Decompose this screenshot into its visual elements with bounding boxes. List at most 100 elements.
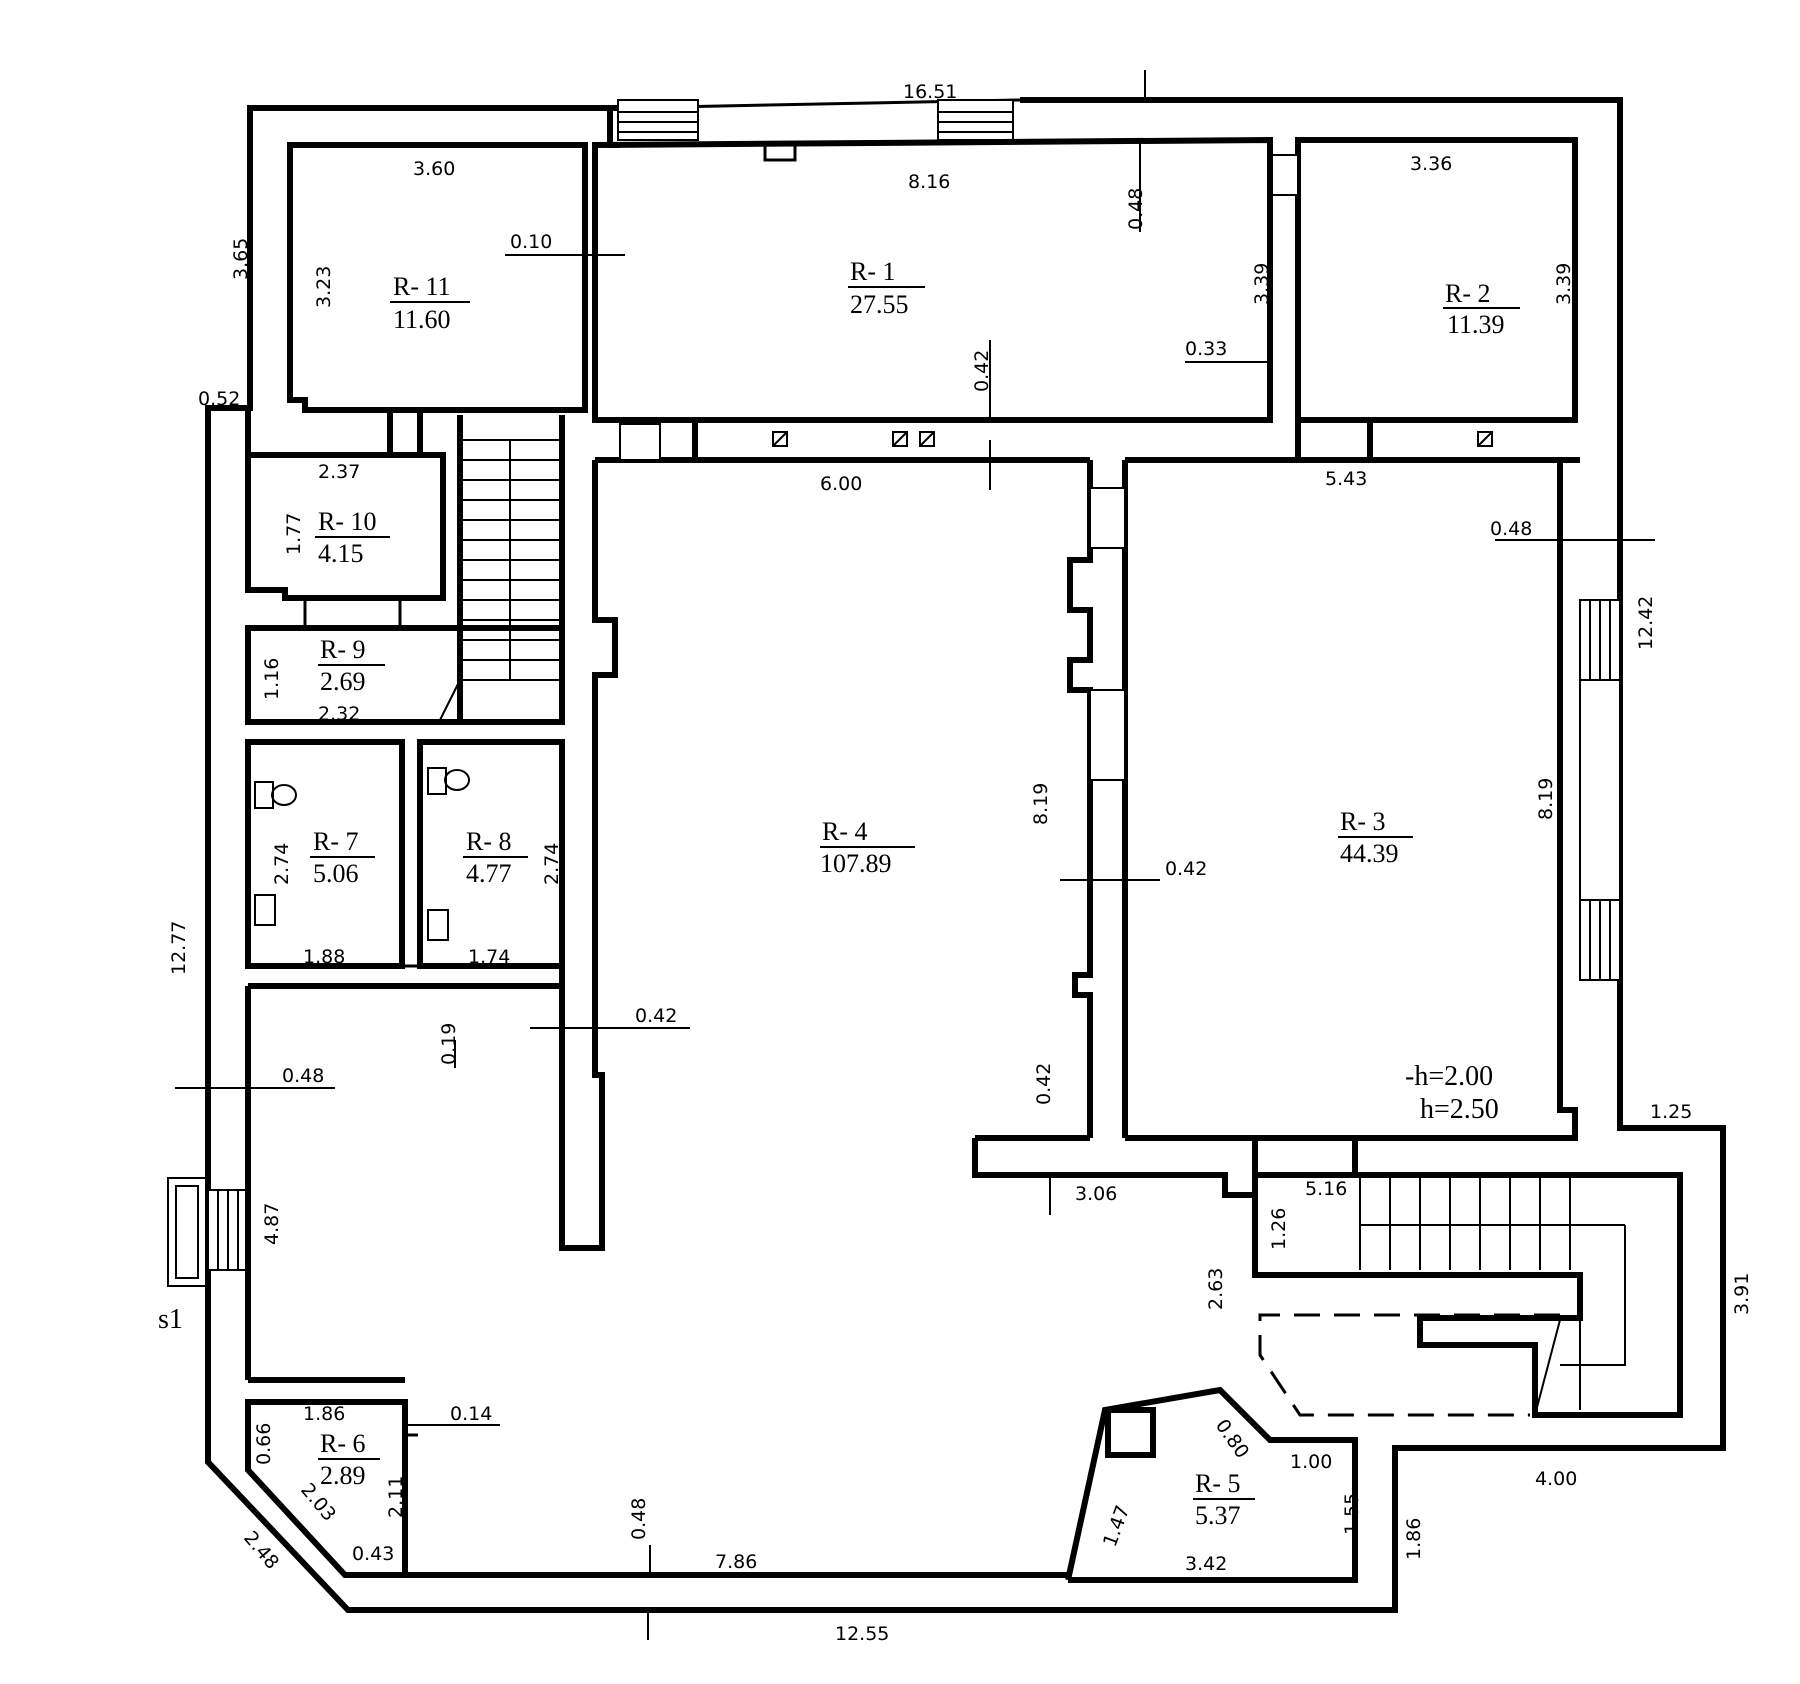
svg-text:12.42: 12.42	[1635, 596, 1657, 650]
room-r3: R- 3 44.39	[1338, 807, 1413, 868]
svg-text:3.60: 3.60	[413, 158, 455, 180]
svg-text:R- 11: R- 11	[393, 272, 451, 301]
svg-text:5.16: 5.16	[1305, 1178, 1347, 1200]
svg-text:5.37: 5.37	[1195, 1501, 1241, 1530]
svg-text:3.36: 3.36	[1410, 153, 1452, 175]
room-r1: R- 1 27.55	[848, 257, 925, 319]
svg-text:R- 6: R- 6	[320, 1429, 366, 1458]
svg-text:h=2.50: h=2.50	[1420, 1094, 1499, 1125]
svg-text:12.55: 12.55	[835, 1623, 889, 1645]
svg-text:8.19: 8.19	[1535, 778, 1557, 820]
svg-text:0.42: 0.42	[1165, 858, 1207, 880]
svg-text:0.42: 0.42	[1033, 1063, 1055, 1105]
svg-text:1.47: 1.47	[1099, 1502, 1134, 1549]
room-r2: R- 2 11.39	[1443, 279, 1520, 339]
svg-text:2.32: 2.32	[318, 703, 360, 725]
svg-text:0.42: 0.42	[971, 350, 993, 392]
svg-text:4.00: 4.00	[1535, 1468, 1577, 1490]
svg-text:-h=2.00: -h=2.00	[1405, 1061, 1493, 1092]
svg-text:7.86: 7.86	[715, 1551, 757, 1573]
svg-text:0.33: 0.33	[1185, 338, 1227, 360]
svg-text:11.39: 11.39	[1447, 310, 1505, 339]
room-r9: R- 9 2.69	[318, 635, 385, 696]
svg-text:12.77: 12.77	[168, 921, 190, 975]
fixtures	[254, 431, 1493, 941]
svg-text:R- 5: R- 5	[1195, 1469, 1241, 1498]
svg-text:3.39: 3.39	[1251, 263, 1273, 305]
svg-text:107.89: 107.89	[820, 849, 892, 878]
room-r11: R- 11 11.60	[390, 272, 470, 334]
svg-text:3.06: 3.06	[1075, 1183, 1117, 1205]
room-r10: R- 10 4.15	[315, 507, 390, 568]
svg-text:1.25: 1.25	[1650, 1101, 1692, 1123]
svg-text:0.66: 0.66	[253, 1423, 275, 1465]
svg-text:R- 9: R- 9	[320, 635, 366, 664]
svg-text:27.55: 27.55	[850, 290, 909, 319]
svg-text:3.39: 3.39	[1553, 263, 1575, 305]
svg-text:1.55: 1.55	[1341, 1493, 1363, 1535]
room-r5: R- 5 5.37	[1193, 1469, 1255, 1530]
svg-text:4.15: 4.15	[318, 539, 364, 568]
stair-left	[439, 439, 560, 721]
svg-text:0.43: 0.43	[352, 1543, 394, 1565]
svg-text:2.69: 2.69	[320, 667, 366, 696]
svg-text:8.16: 8.16	[908, 171, 950, 193]
svg-text:4.77: 4.77	[466, 859, 512, 888]
svg-text:1.86: 1.86	[1403, 1518, 1425, 1560]
svg-text:0.48: 0.48	[1490, 518, 1532, 540]
svg-text:3.23: 3.23	[313, 266, 335, 308]
svg-text:0.48: 0.48	[628, 1498, 650, 1540]
room-r6: R- 6 2.89	[318, 1429, 380, 1490]
svg-text:1.00: 1.00	[1290, 1451, 1332, 1473]
svg-text:16.51: 16.51	[903, 81, 957, 103]
inner-walls	[245, 136, 1683, 1583]
svg-text:R- 2: R- 2	[1445, 279, 1491, 308]
room-r8: R- 8 4.77	[463, 827, 528, 888]
svg-text:4.87: 4.87	[261, 1203, 283, 1245]
svg-text:5.06: 5.06	[313, 859, 359, 888]
svg-text:R- 1: R- 1	[850, 257, 896, 286]
svg-text:2.74: 2.74	[271, 843, 293, 885]
openings	[167, 99, 1621, 1287]
room-labels: R- 11 11.60 R- 1 27.55 R- 2 11.39 R- 10 …	[310, 257, 1520, 1530]
svg-text:3.42: 3.42	[1185, 1553, 1227, 1575]
svg-text:0.10: 0.10	[510, 231, 552, 253]
svg-text:1.26: 1.26	[1268, 1208, 1290, 1250]
height-notes: -h=2.00 h=2.50 s1	[158, 1061, 1499, 1335]
dimension-lines	[175, 70, 1655, 1640]
svg-text:R- 3: R- 3	[1340, 807, 1386, 836]
svg-text:0.48: 0.48	[282, 1065, 324, 1087]
svg-text:0.80: 0.80	[1211, 1415, 1253, 1462]
svg-text:R- 8: R- 8	[466, 827, 512, 856]
svg-text:44.39: 44.39	[1340, 839, 1399, 868]
svg-text:0.52: 0.52	[198, 388, 240, 410]
svg-text:1.77: 1.77	[283, 513, 305, 555]
room-r4: R- 4 107.89	[820, 817, 915, 878]
svg-text:3.91: 3.91	[1731, 1273, 1753, 1315]
svg-text:0.48: 0.48	[1125, 188, 1147, 230]
svg-text:R- 7: R- 7	[313, 827, 359, 856]
svg-text:0.14: 0.14	[450, 1403, 492, 1425]
svg-text:1.88: 1.88	[303, 946, 345, 968]
svg-text:3.65: 3.65	[230, 238, 252, 280]
svg-text:11.60: 11.60	[393, 305, 451, 334]
svg-text:6.00: 6.00	[820, 473, 862, 495]
svg-text:2.63: 2.63	[1205, 1268, 1227, 1310]
svg-text:2.37: 2.37	[318, 461, 360, 483]
svg-text:2.74: 2.74	[541, 843, 563, 885]
svg-text:0.42: 0.42	[635, 1005, 677, 1027]
room-r7: R- 7 5.06	[310, 827, 375, 888]
svg-text:R- 4: R- 4	[822, 817, 868, 846]
svg-text:5.43: 5.43	[1325, 468, 1367, 490]
svg-text:R- 10: R- 10	[318, 507, 377, 536]
stair-right	[1359, 1178, 1626, 1416]
svg-text:s1: s1	[158, 1304, 183, 1335]
svg-text:2.11: 2.11	[385, 1476, 407, 1518]
svg-text:0.19: 0.19	[438, 1023, 460, 1065]
svg-text:1.86: 1.86	[303, 1403, 345, 1425]
svg-text:8.19: 8.19	[1030, 783, 1052, 825]
svg-text:1.16: 1.16	[261, 658, 283, 700]
svg-text:1.74: 1.74	[468, 946, 510, 968]
svg-text:2.89: 2.89	[320, 1461, 366, 1490]
